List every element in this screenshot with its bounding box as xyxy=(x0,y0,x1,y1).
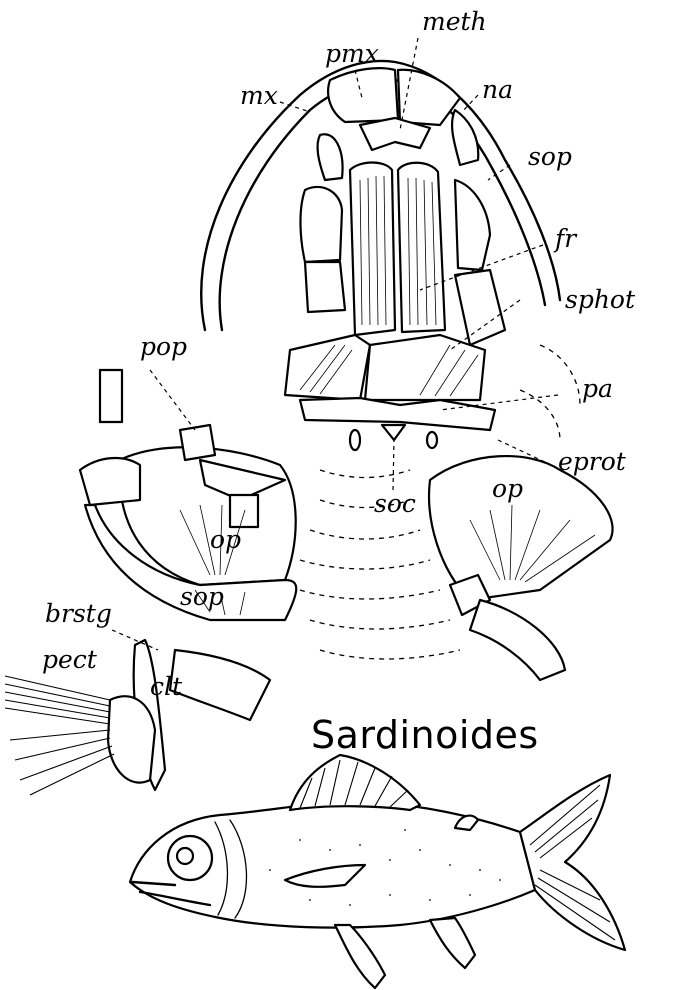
pectoral-base xyxy=(108,696,155,782)
label-fr: fr xyxy=(553,224,578,253)
foramen-left xyxy=(350,430,360,450)
pop-rect-left xyxy=(100,370,122,422)
caudal-fin xyxy=(520,775,625,950)
label-sop-top: sop xyxy=(528,142,572,171)
preopercle-left xyxy=(80,458,140,505)
pop-block-3 xyxy=(230,495,258,527)
label-pop: pop xyxy=(140,332,187,361)
figure-title: Sardinoides xyxy=(311,713,539,757)
pelvic-fin xyxy=(335,925,385,988)
nasal-bone-left xyxy=(318,134,343,180)
label-op-right: op xyxy=(492,474,523,503)
label-pmx: pmx xyxy=(325,39,379,68)
fish-drawing xyxy=(130,755,625,988)
label-sphot: sphot xyxy=(565,285,636,314)
cleithrum-right xyxy=(470,600,565,680)
label-meth: meth xyxy=(422,7,487,36)
skull-drawing xyxy=(5,61,613,795)
label-eprot: eprot xyxy=(558,447,627,476)
label-op-left: op xyxy=(210,525,241,554)
anal-fin xyxy=(430,918,475,968)
label-mx: mx xyxy=(240,81,278,110)
label-clt: clt xyxy=(150,672,183,701)
foramen-right xyxy=(427,432,437,448)
label-na: na xyxy=(482,75,513,104)
label-soc: soc xyxy=(374,489,416,518)
supraoccipital xyxy=(382,425,405,440)
pectoral-fin-rays xyxy=(5,676,114,795)
premaxilla-right xyxy=(398,70,460,125)
label-brstg: brstg xyxy=(45,599,112,628)
dorsal-fin xyxy=(290,755,420,810)
fish-pupil xyxy=(177,848,193,864)
parietal-right xyxy=(365,335,485,400)
sphenotic xyxy=(455,270,505,345)
pop-block-1 xyxy=(180,425,215,460)
label-sop-bottom: sop xyxy=(180,582,224,611)
label-pa: pa xyxy=(582,374,613,403)
label-pect: pect xyxy=(42,645,98,674)
lateral-bone-left xyxy=(300,187,342,262)
frontal-left xyxy=(350,163,395,336)
frontal-right xyxy=(398,163,445,332)
nasal-bone-right xyxy=(452,110,478,165)
clt-bone xyxy=(170,650,270,720)
lateral-bone-left-2 xyxy=(305,262,345,312)
premaxilla xyxy=(328,68,398,122)
lateral-bone-right xyxy=(455,180,490,270)
parietal-left xyxy=(285,335,370,400)
